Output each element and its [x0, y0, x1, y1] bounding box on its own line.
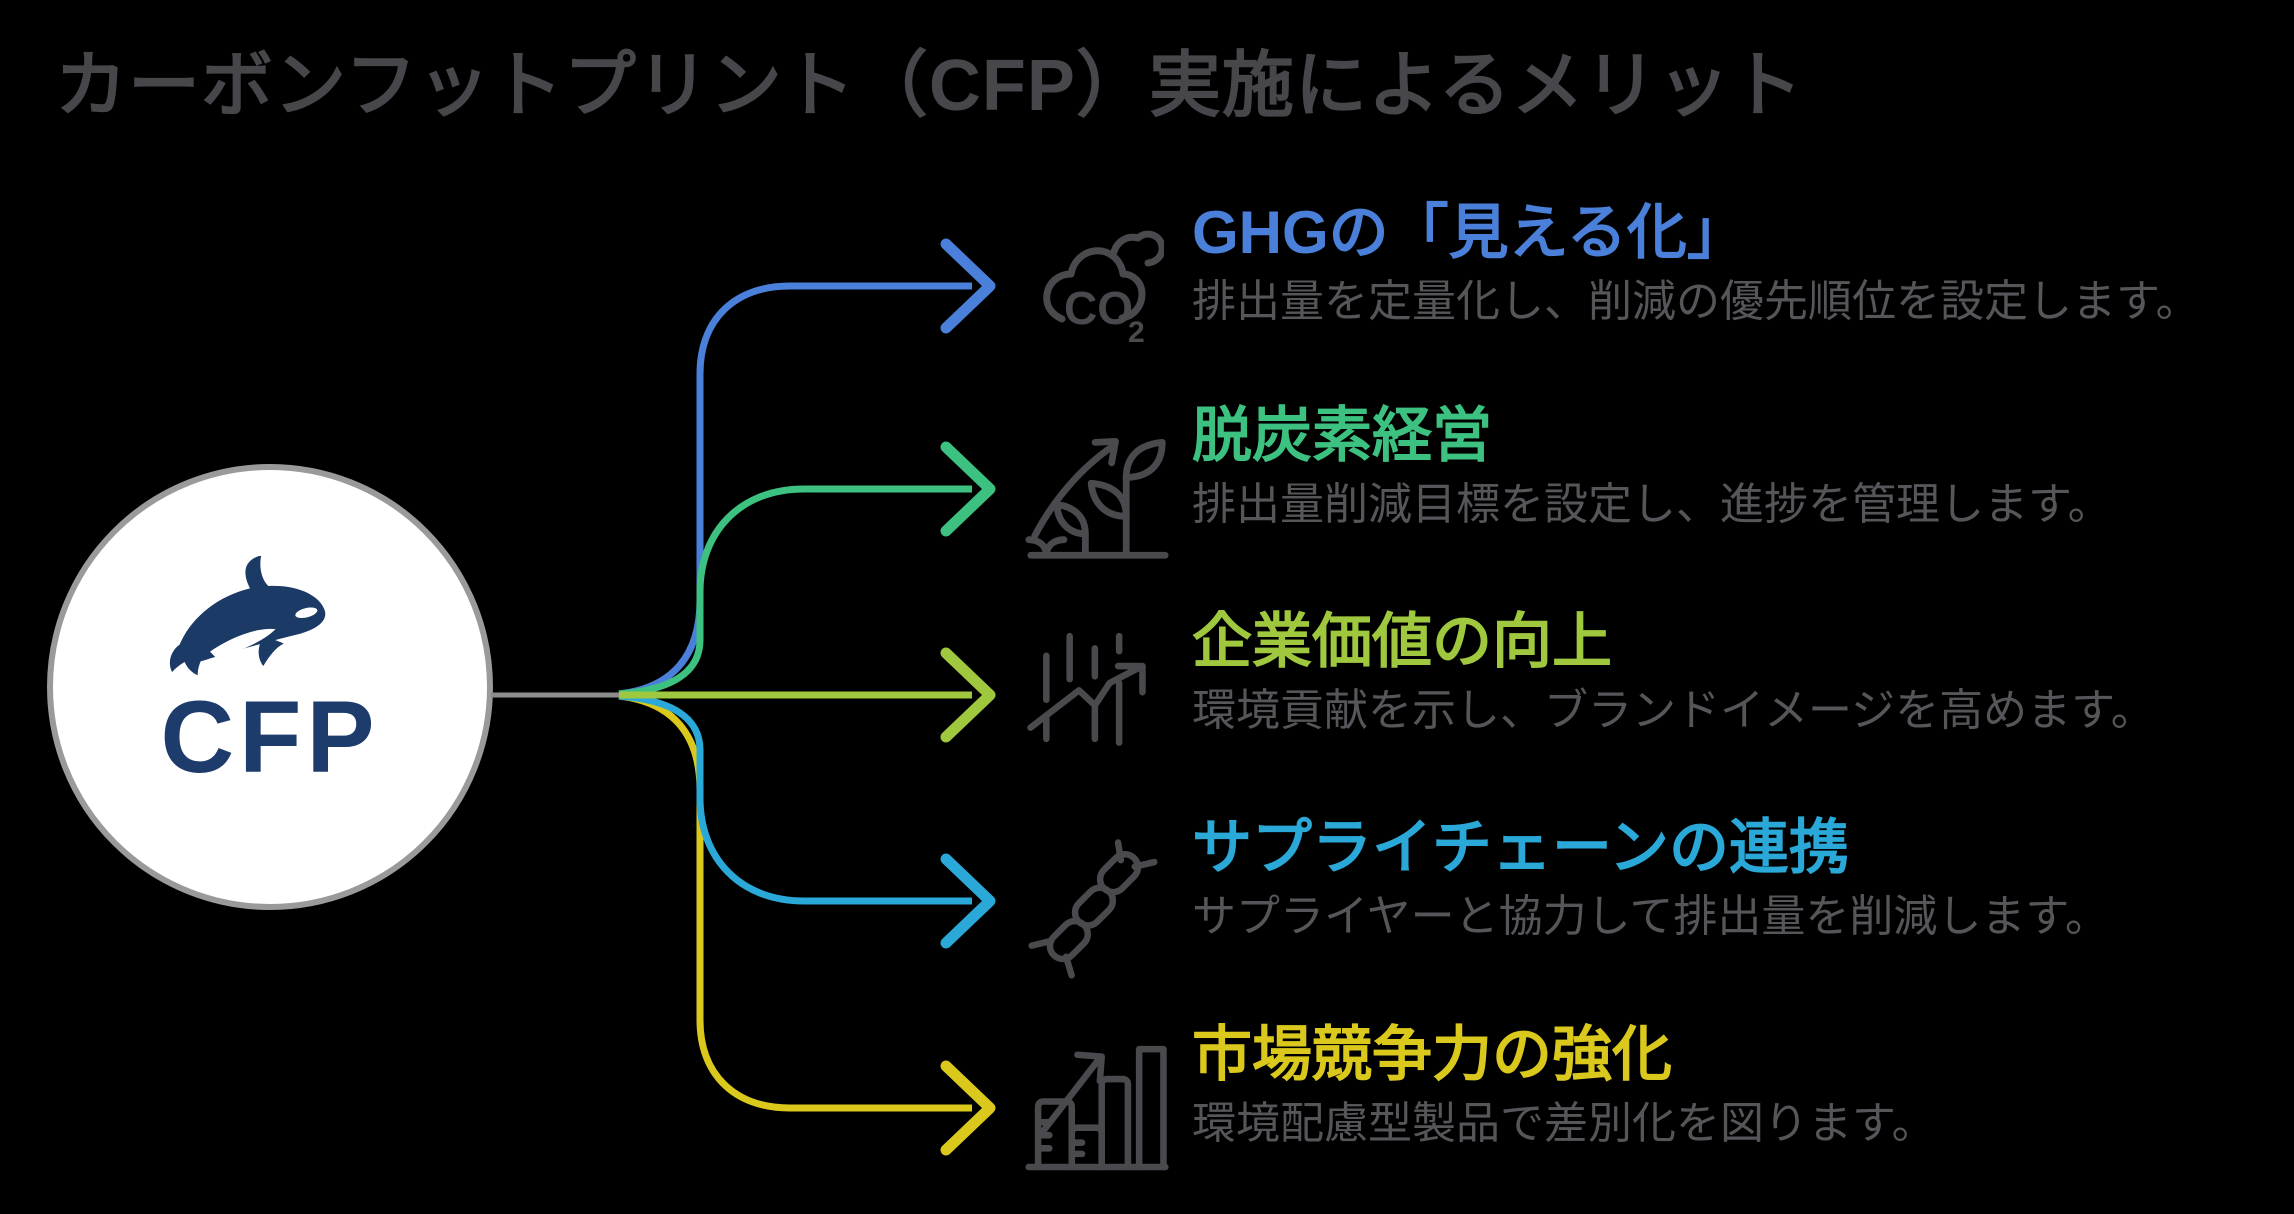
- benefit-description: 排出量を定量化し、削減の優先順位を設定します。: [1192, 277, 2200, 326]
- hub-label: CFP: [160, 680, 380, 794]
- connector-value: [619, 647, 996, 743]
- chain-icon: [1028, 839, 1158, 979]
- benefit-title: 脱炭素経営: [1192, 402, 1492, 469]
- svg-text:CO: CO: [1064, 282, 1133, 334]
- benefit-description: 環境配慮型製品で差別化を図ります。: [1192, 1099, 1936, 1148]
- co2-cloud-icon: CO 2: [1043, 230, 1164, 348]
- benefit-title: GHGの「見える化」: [1192, 199, 1747, 266]
- benefit-title: 市場競争力の強化: [1192, 1021, 1672, 1088]
- benefit-title: サプライチェーンの連携: [1192, 814, 1849, 881]
- connector-ghg: [618, 238, 996, 698]
- bar-chart-growth-icon: [1025, 1045, 1169, 1171]
- benefit-description: 環境貢献を示し、ブランドイメージを高めます。: [1192, 686, 2155, 735]
- benefit-item-ghg: GHGの「見える化」 排出量を定量化し、削減の優先順位を設定します。: [1192, 198, 2200, 328]
- benefit-item-value: 企業価値の向上 環境貢献を示し、ブランドイメージを高めます。: [1192, 607, 2155, 737]
- benefit-description: 排出量削減目標を設定し、進捗を管理します。: [1192, 480, 2112, 529]
- benefit-title: 企業価値の向上: [1192, 608, 1612, 675]
- benefit-item-decarbon: 脱炭素経営 排出量削減目標を設定し、進捗を管理します。: [1192, 401, 2112, 531]
- benefit-item-market: 市場競争力の強化 環境配慮型製品で差別化を図ります。: [1192, 1020, 1936, 1150]
- benefit-description: サプライヤーと協力して排出量を削減します。: [1192, 892, 2109, 941]
- connector-decarbon: [618, 441, 996, 698]
- svg-text:2: 2: [1128, 316, 1145, 348]
- stock-chart-icon: [1027, 632, 1146, 746]
- plant-growth-icon: [1025, 437, 1169, 559]
- page-title: カーボンフットプリント（CFP）実施によるメリット: [55, 46, 1804, 126]
- connector-supplychain: [618, 692, 996, 949]
- connector-market: [618, 692, 996, 1156]
- benefit-item-supplychain: サプライチェーンの連携 サプライヤーと協力して排出量を削減します。: [1192, 813, 2109, 943]
- orca-icon: [169, 556, 326, 676]
- cfp-hub-circle: CFP: [47, 464, 493, 910]
